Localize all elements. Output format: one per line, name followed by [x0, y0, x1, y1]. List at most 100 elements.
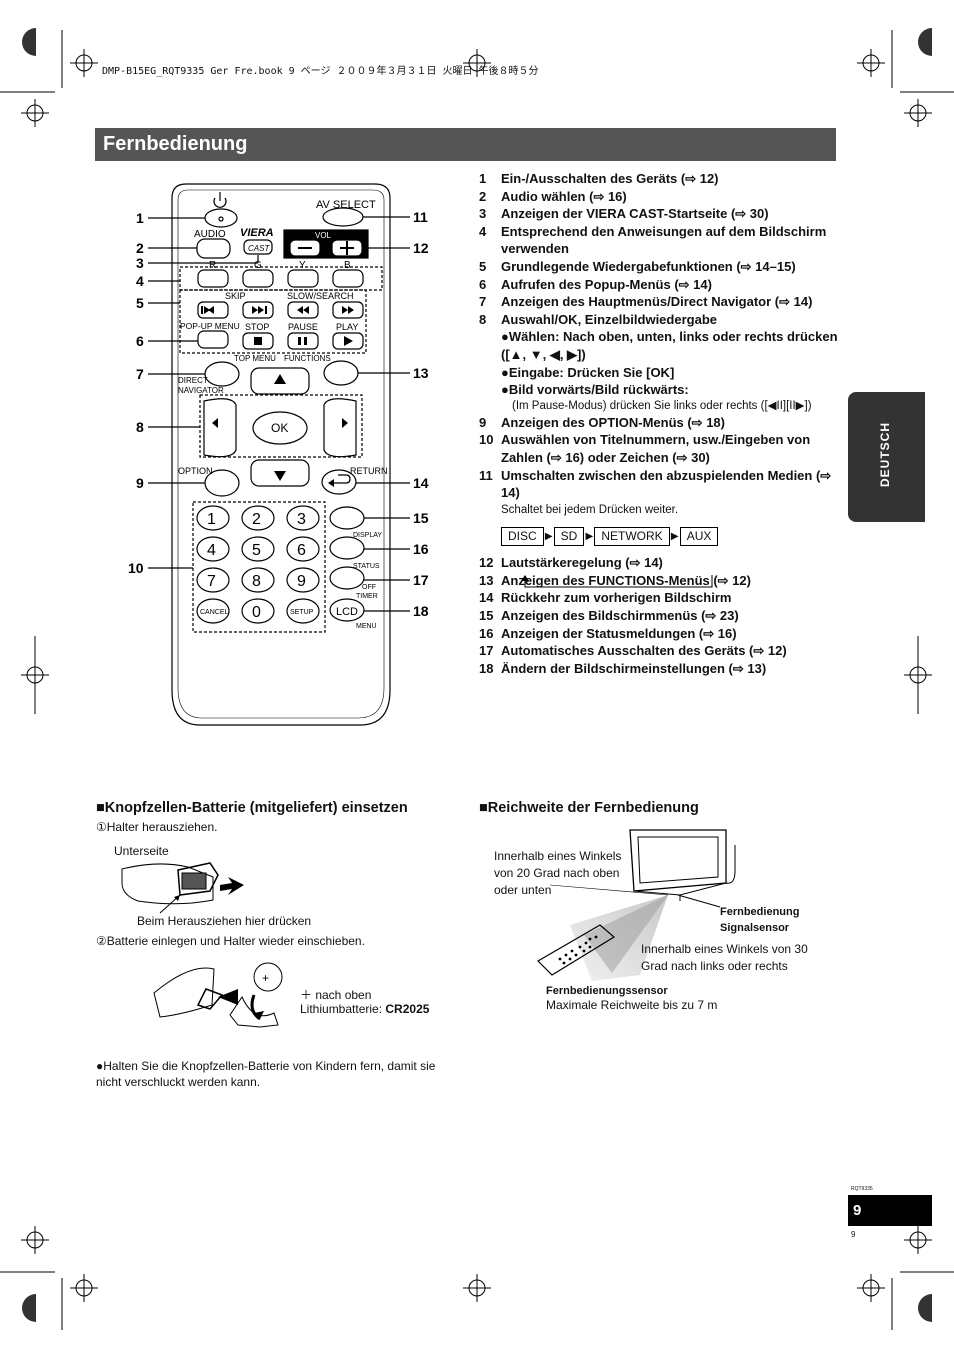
slow-search-label: SLOW/SEARCH: [287, 291, 354, 301]
doc-code: RQT9335: [851, 1186, 873, 1192]
callout-2: 2: [136, 240, 144, 256]
cycle-return-arrow: [521, 575, 713, 588]
battery-warning: ●Halten Sie die Knopfzellen-Batterie von…: [96, 1059, 436, 1089]
function-item-text: Rückkehr zum vorherigen Bildschirm: [501, 590, 732, 606]
digit-5: 5: [252, 542, 261, 559]
functions-label: FUNCTIONS: [284, 354, 331, 363]
function-item-text: Audio wählen (⇨ 16): [501, 188, 627, 204]
function-item-number: 6: [479, 276, 487, 292]
popup-menu-label: POP-UP MENU: [180, 321, 240, 331]
digit-7: 7: [207, 573, 216, 590]
ok-label: OK: [271, 421, 288, 435]
battery-step-2: ②Batterie einlegen und Halter wieder ein…: [96, 934, 365, 948]
function-item-number: 10: [479, 432, 494, 448]
callout-15: 15: [413, 510, 429, 526]
function-item-number: 3: [479, 206, 487, 222]
callout-17: 17: [413, 572, 429, 588]
digit-2: 2: [252, 511, 261, 528]
emitter-label: Fernbedienungssensor: [546, 985, 668, 997]
function-item-text: Anzeigen des Bildschirmmenüs (⇨ 23): [501, 608, 739, 624]
function-item-text: Lautstärkeregelung (⇨ 14): [501, 555, 663, 571]
function-item-number: 12: [479, 555, 494, 571]
play-label: PLAY: [336, 322, 358, 332]
timer-label: TIMER: [356, 593, 378, 600]
language-tab: DEUTSCH: [848, 392, 925, 522]
navigator-label: NAVIGATOR: [178, 386, 224, 395]
item11-note: Schaltet bei jedem Drücken weiter.: [501, 503, 679, 516]
cast-label: CAST: [248, 244, 270, 253]
function-item-number: 13: [479, 572, 494, 588]
function-item-text: Grundlegende Wiedergabefunktionen (⇨ 14–…: [501, 258, 796, 274]
digit-9: 9: [297, 573, 306, 590]
plus-up-label: ＋ nach oben: [300, 988, 372, 1002]
callout-6: 6: [136, 333, 144, 349]
av-select-label: AV SELECT: [316, 199, 376, 211]
range-illustration: [537, 829, 736, 981]
digit-8: 8: [252, 573, 261, 590]
callout-4: 4: [136, 273, 144, 289]
stop-label: STOP: [245, 322, 269, 332]
status-label: STATUS: [353, 563, 380, 570]
return-label: RETURN: [350, 466, 388, 476]
lithium-label: Lithiumbatterie: CR2025: [300, 1002, 429, 1016]
skip-label: SKIP: [225, 291, 246, 301]
page-number-small: 9: [851, 1230, 856, 1239]
lcd-label: LCD: [336, 606, 358, 618]
digit-0: 0: [252, 604, 261, 621]
cancel-label: CANCEL: [200, 609, 229, 616]
media-cycle: DISC ▶ SD ▶ NETWORK ▶ AUX: [501, 527, 839, 547]
audio-label: AUDIO: [194, 229, 226, 240]
function-item-number: 4: [479, 223, 487, 239]
digit-1: 1: [207, 511, 216, 528]
function-item-number: 18: [479, 660, 494, 676]
callout-11: 11: [413, 209, 428, 225]
arrow-right-icon: ▶: [544, 530, 553, 542]
callout-1: 1: [136, 210, 144, 226]
function-item-text: Ein-/Ausschalten des Geräts (⇨ 12): [501, 171, 719, 186]
function-item-text: Auswählen von Titelnummern, usw./Eingebe…: [501, 432, 811, 465]
color-b-label: B: [344, 260, 351, 271]
callout-8: 8: [136, 419, 144, 435]
underside-label: Unterseite: [114, 844, 169, 858]
function-item: 16 Anzeigen der Statusmeldungen (⇨ 16): [479, 625, 839, 643]
battery-heading: ■Knopfzellen-Batterie (mitgeliefert) ein…: [96, 800, 408, 816]
digit-4: 4: [207, 542, 216, 559]
function-item-number: 7: [479, 294, 487, 310]
callout-3: 3: [136, 255, 144, 271]
off-label: OFF: [362, 584, 376, 591]
function-item-text: Auswahl/OK, Einzelbildwiedergabe: [501, 311, 717, 327]
angle-horizontal-label: Innerhalb eines Winkels von 30 Grad nach…: [641, 942, 808, 973]
function-item-number: 16: [479, 625, 494, 641]
media-disc: DISC: [501, 527, 544, 547]
item8-sub-3: ●Bild vorwärts/Bild rückwärts:: [501, 382, 689, 398]
callout-12: 12: [413, 240, 429, 256]
digit-6: 6: [297, 542, 306, 559]
battery-plus-sign: +: [262, 971, 269, 985]
press-here-label: Beim Herausziehen hier drücken: [137, 914, 312, 928]
callout-14: 14: [413, 475, 429, 491]
function-item-text: Anzeigen der Statusmeldungen (⇨ 16): [501, 625, 737, 641]
battery-insert-illustration: +: [153, 962, 283, 1028]
vol-label: VOL: [315, 231, 332, 240]
menu-label: MENU: [356, 623, 377, 630]
remote-control-illustration: AV SELECT AUDIO VIERA CAST VOL R G Y B S…: [128, 183, 429, 726]
media-network: NETWORK: [594, 527, 670, 547]
page-number: 9: [853, 1202, 862, 1219]
lithium-text: Lithiumbatterie:: [300, 1002, 386, 1016]
pause-label: PAUSE: [288, 322, 318, 332]
sensor-label-line-1: Fernbedienung: [720, 906, 800, 918]
sensor-label: Fernbedienung Signalsensor: [720, 904, 799, 936]
function-item-number: 9: [479, 414, 487, 430]
media-sd: SD: [553, 527, 585, 547]
